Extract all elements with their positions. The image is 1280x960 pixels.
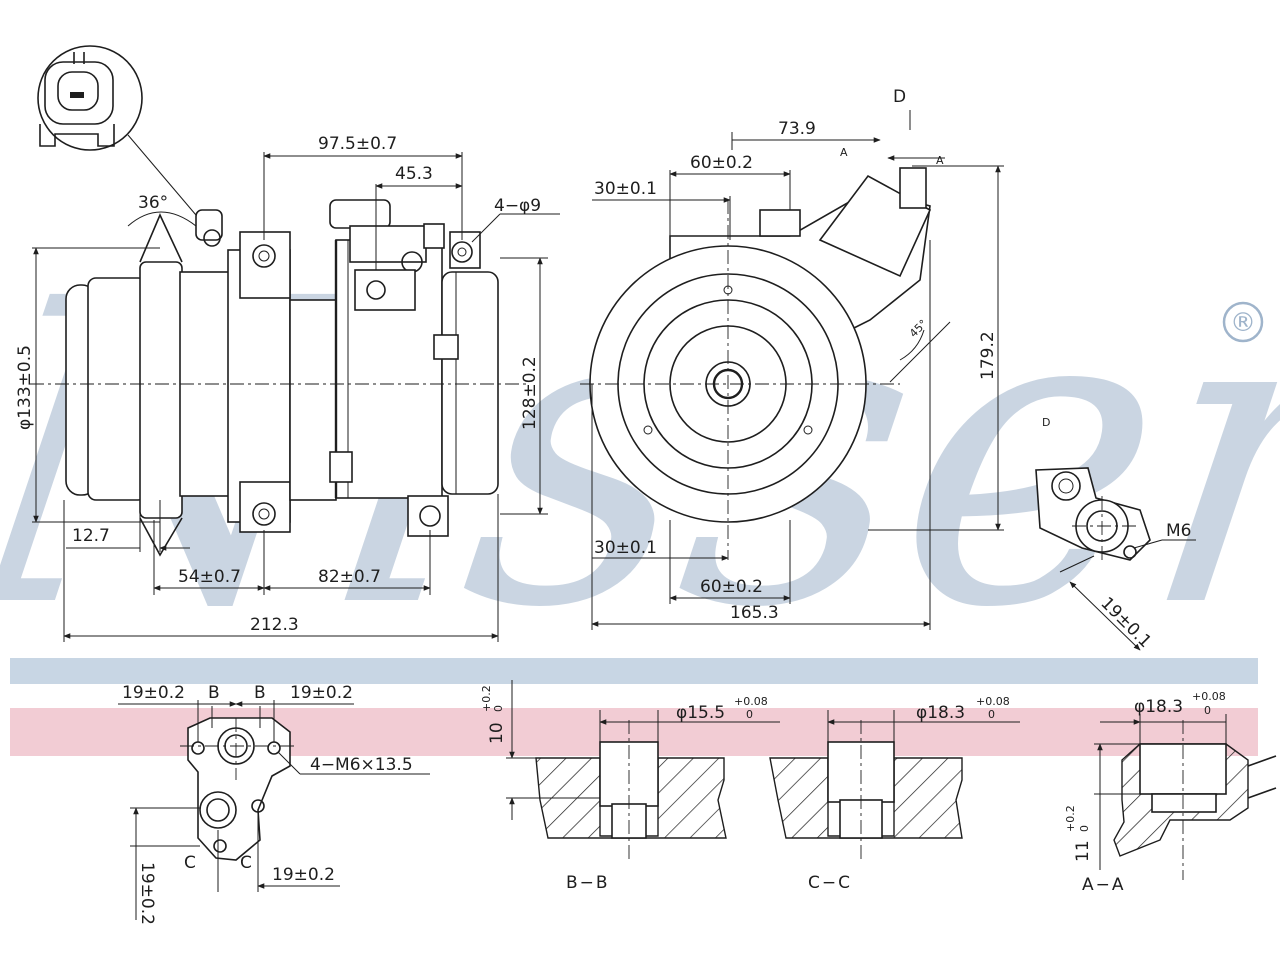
- flange-dim-right: 19±0.2: [290, 683, 353, 703]
- side-dim-10: 212.3: [250, 615, 299, 635]
- aa-label: A−A: [1082, 875, 1126, 895]
- aa-dia-tol-upper: +0.08: [1192, 690, 1226, 703]
- front-dim-8: 30±0.1: [594, 538, 657, 558]
- flange-b-1: B: [208, 683, 220, 703]
- flange-dim-left: 19±0.2: [122, 683, 185, 703]
- side-dim-2: 45.3: [395, 164, 433, 184]
- front-dim-2: A: [840, 146, 848, 159]
- connector-detail-circle: [37, 45, 143, 151]
- flange-c-1: C: [184, 853, 196, 873]
- section-bb: φ15.5 +0.08 0 10 +0.2 0 B−B: [480, 680, 780, 893]
- flange-dim-bottom: 19±0.2: [272, 865, 335, 885]
- connector-icon: [39, 52, 115, 147]
- detail-d-thread: M6: [1166, 521, 1191, 541]
- side-dim-4: 36°: [138, 193, 168, 213]
- aa-depth-tol-lower: 0: [1078, 825, 1091, 832]
- flange-dim-vertical: 19±0.2: [137, 862, 157, 925]
- section-cc: φ18.3 +0.08 0 C−C: [769, 695, 1020, 893]
- front-view: 73.9 A D 60±0.2 30±0.1 179.2 45° 30±0.1 …: [580, 87, 1004, 630]
- side-view: 97.5±0.7 45.3 4−φ9 36° φ133±0.5 128±0.2 …: [15, 45, 560, 642]
- cc-dia-tol-upper: +0.08: [976, 695, 1010, 708]
- side-dim-5: φ133±0.5: [15, 345, 35, 430]
- detail-d-title: D: [1042, 416, 1050, 429]
- side-dim-1: 97.5±0.7: [318, 134, 397, 154]
- front-dim-11: A: [936, 154, 944, 167]
- side-dim-3: 4−φ9: [494, 196, 541, 216]
- front-dim-9: 60±0.2: [700, 577, 763, 597]
- bb-label: B−B: [566, 873, 610, 893]
- front-dim-6: 179.2: [978, 331, 998, 380]
- side-dim-6: 128±0.2: [520, 356, 540, 430]
- blue-band: [10, 658, 1258, 684]
- cc-dia-tol-lower: 0: [988, 708, 995, 721]
- side-dim-9: 82±0.7: [318, 567, 381, 587]
- flange-b-2: B: [254, 683, 266, 703]
- registered-mark-circle: [1222, 301, 1264, 343]
- aa-depth-tol-upper: +0.2: [1064, 805, 1077, 832]
- bb-dia-tol-lower: 0: [746, 708, 753, 721]
- bb-depth-tol-lower: 0: [492, 705, 505, 712]
- front-dim-1: 73.9: [778, 119, 816, 139]
- detail-d: D M6 19±0.1: [1035, 416, 1196, 652]
- side-dim-8: 54±0.7: [178, 567, 241, 587]
- bb-depth: 10: [487, 722, 507, 744]
- aa-dia-tol-lower: 0: [1204, 704, 1211, 717]
- flange-c-2: C: [240, 853, 252, 873]
- front-dim-10: 165.3: [730, 603, 779, 623]
- section-aa: φ18.3 +0.08 0 11 +0.2 0 A−A: [1064, 690, 1277, 895]
- aa-depth: 11: [1073, 840, 1093, 862]
- front-dim-3: D: [893, 87, 906, 107]
- bb-dia: φ15.5: [676, 703, 725, 723]
- side-dim-7: 12.7: [72, 526, 110, 546]
- bb-depth-tol-upper: +0.2: [480, 685, 493, 712]
- flange-view: 19±0.2 B B 19±0.2 4−M6×13.5 C C 19±0.2 1…: [118, 683, 430, 925]
- front-dim-5: 30±0.1: [594, 179, 657, 199]
- front-dim-4: 60±0.2: [690, 153, 753, 173]
- bb-dia-tol-upper: +0.08: [734, 695, 768, 708]
- cc-dia: φ18.3: [916, 703, 965, 723]
- registered-mark: ®: [1230, 308, 1256, 338]
- aa-dia: φ18.3: [1134, 697, 1183, 717]
- flange-bolts: 4−M6×13.5: [310, 755, 413, 775]
- cc-label: C−C: [808, 873, 852, 893]
